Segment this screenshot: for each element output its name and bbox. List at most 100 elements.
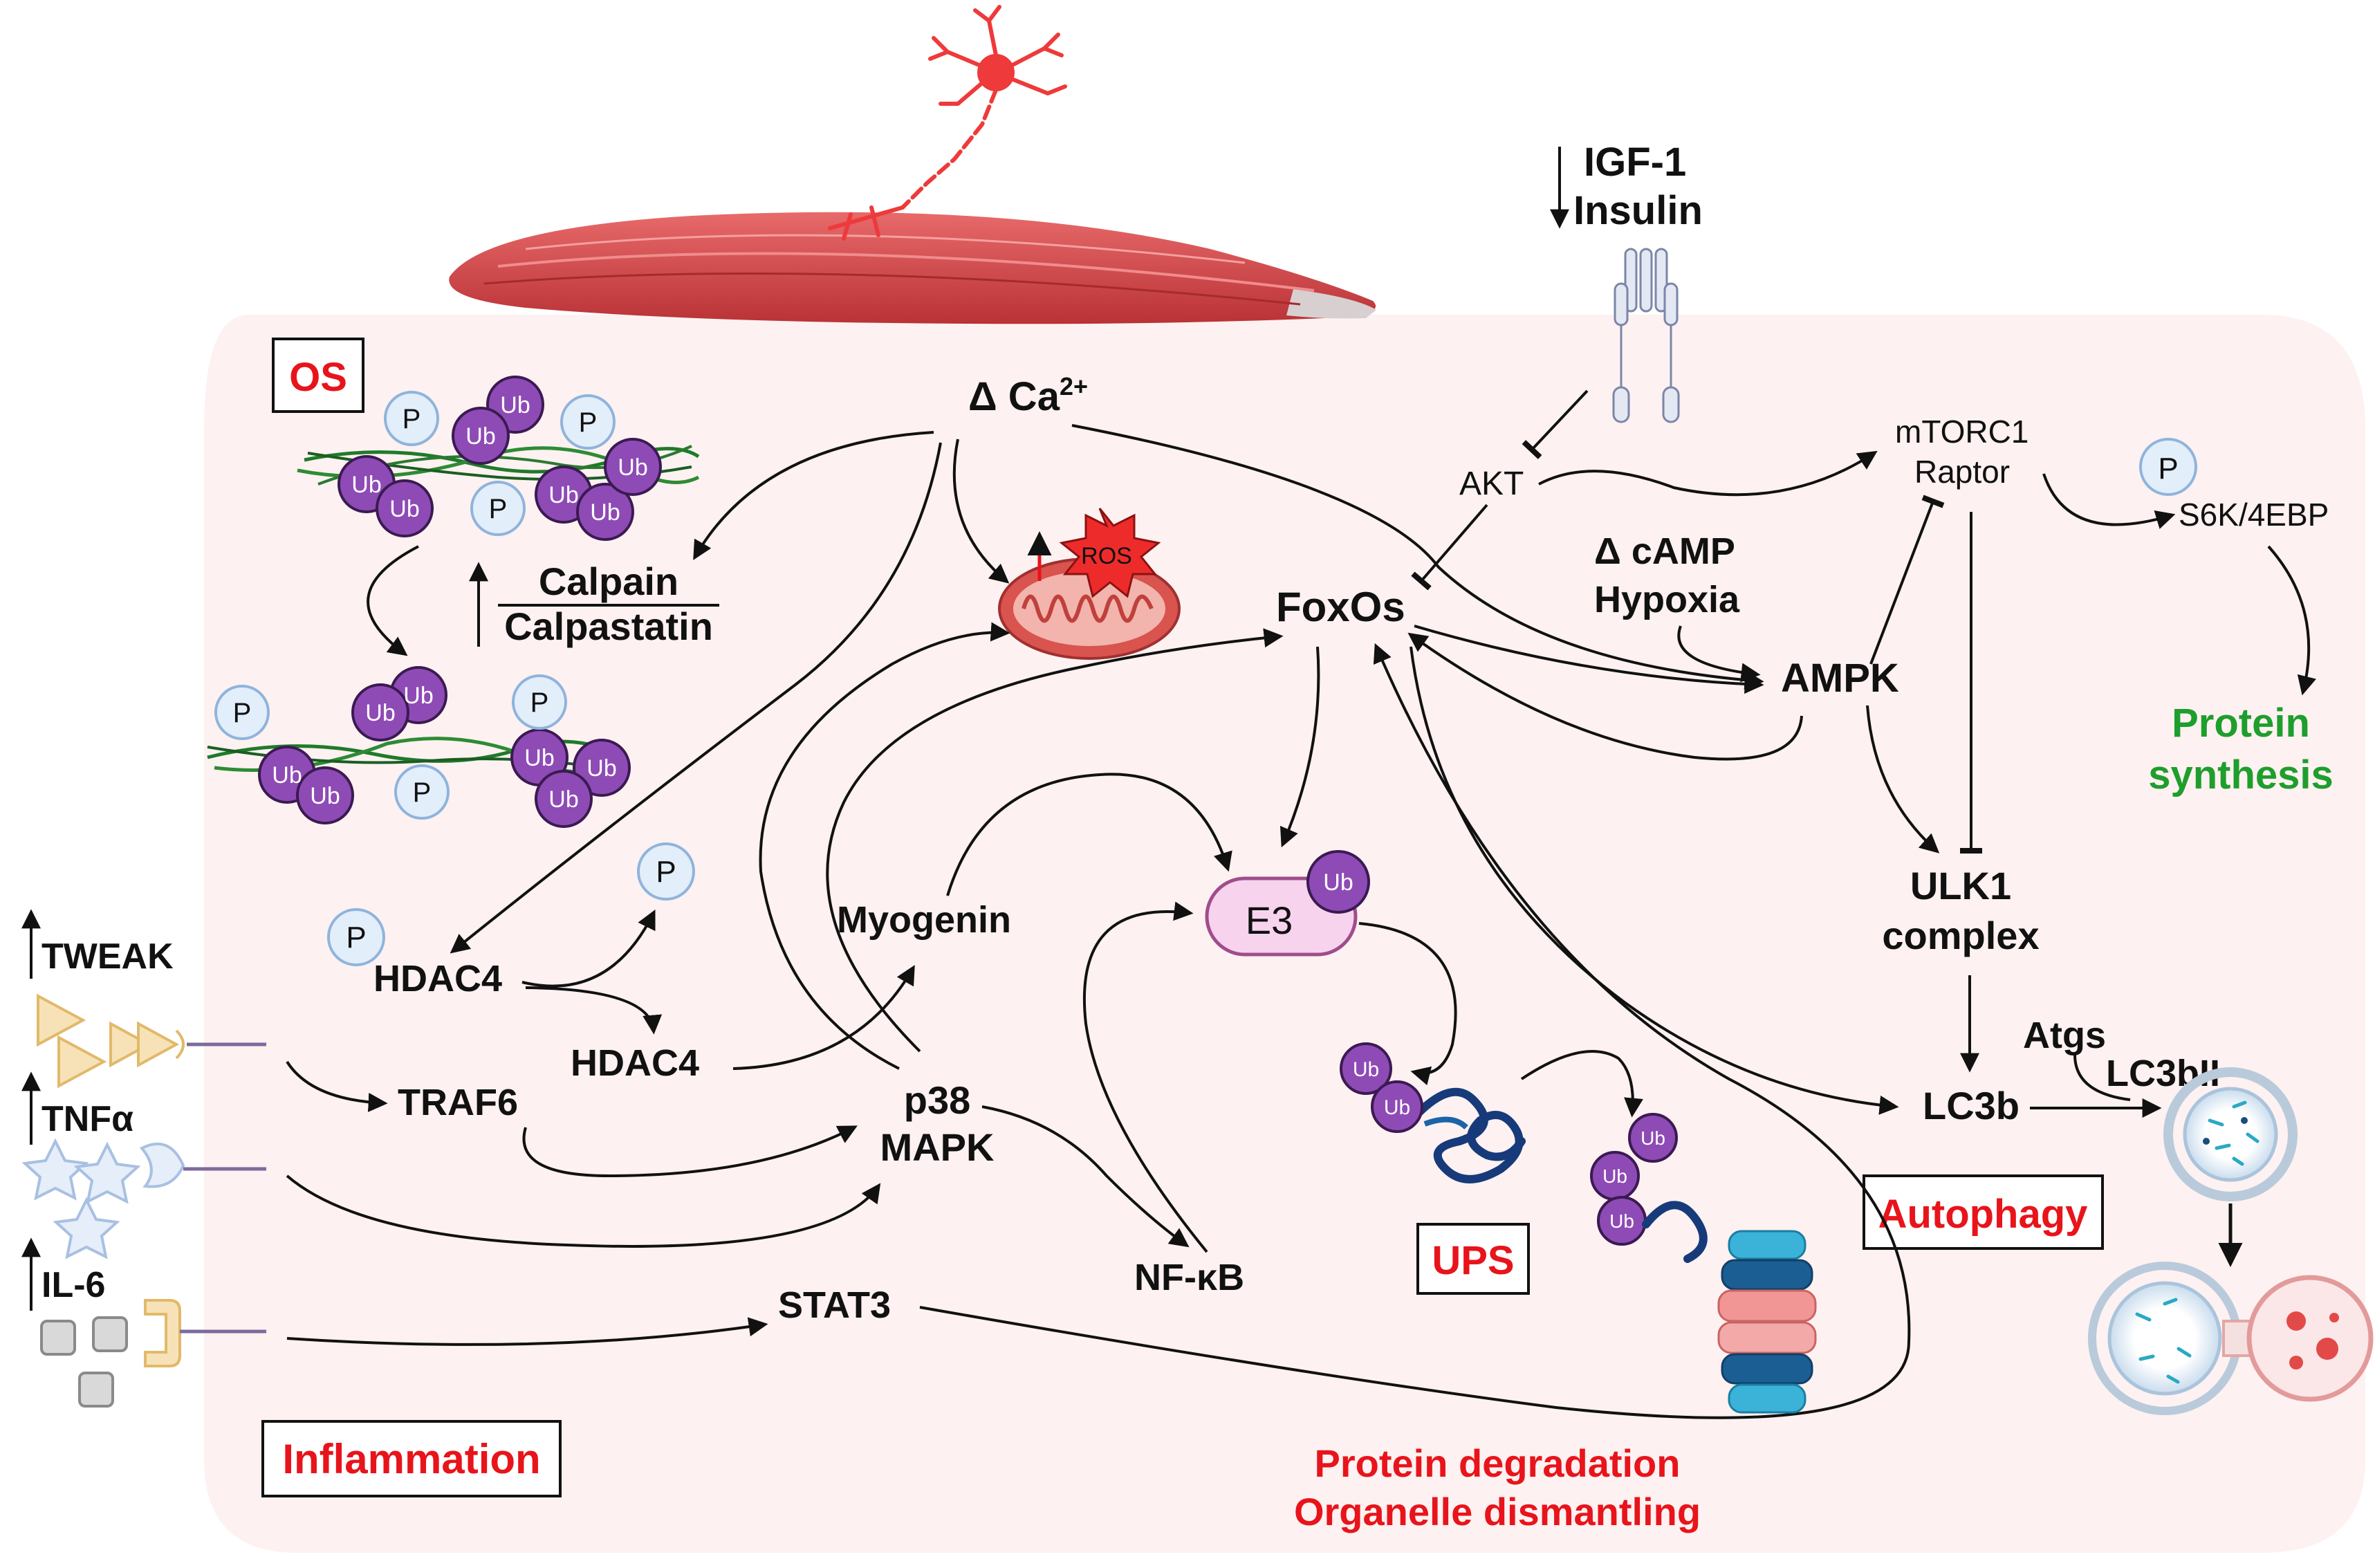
ros-burst-icon: ROS bbox=[1059, 508, 1161, 598]
autophagy-label: Autophagy bbox=[1878, 1192, 2088, 1237]
arrow-il6-stat3 bbox=[286, 1317, 768, 1346]
arrow-akt-mtorc1 bbox=[1538, 450, 1878, 497]
svg-text:Ub: Ub bbox=[548, 786, 578, 813]
arrow-p38-ros bbox=[759, 622, 1010, 1070]
phospho-badge-hdac: P bbox=[327, 908, 385, 966]
protein-synthesis-label-2: synthesis bbox=[2148, 753, 2334, 797]
mapk-label: MAPK bbox=[880, 1125, 995, 1169]
svg-text:Ub: Ub bbox=[1641, 1127, 1665, 1149]
arrow-ca-ros bbox=[952, 439, 1010, 584]
calpain-label: Calpain bbox=[539, 560, 678, 603]
arrow-hdac4-myogenin bbox=[732, 965, 915, 1070]
tnfa-label: TNFα bbox=[41, 1099, 133, 1139]
arrow-myogenin-e3 bbox=[946, 773, 1232, 896]
arrow-tweak-traf6 bbox=[286, 1060, 388, 1112]
tnfa-ligand-icon bbox=[21, 1138, 185, 1260]
arrow-ca-calpain bbox=[693, 431, 934, 560]
arrow-substrate-proteasome bbox=[1520, 1050, 1643, 1118]
autolysosome-icon bbox=[2088, 1262, 2374, 1415]
lc3b-label: LC3b bbox=[1923, 1084, 2020, 1127]
il6-label: IL-6 bbox=[41, 1265, 105, 1305]
arrow-p38-foxos bbox=[826, 628, 1284, 1053]
protein-degradation-label: Protein degradation bbox=[1315, 1441, 1681, 1485]
tweak-label: TWEAK bbox=[41, 937, 174, 977]
svg-text:Ub: Ub bbox=[351, 472, 381, 498]
autophagosome-icon bbox=[2163, 1067, 2298, 1201]
svg-text:P: P bbox=[413, 777, 432, 808]
arrow-ampk-ulk1 bbox=[1866, 705, 1940, 854]
stat3-label: STAT3 bbox=[778, 1284, 891, 1326]
inhibit-ampk-mtorc1 bbox=[1869, 495, 1945, 665]
svg-text:Ub: Ub bbox=[1323, 869, 1353, 896]
proteasome-icon: Ub Ub Ub bbox=[1590, 1113, 1817, 1414]
calcium-label: Δ Ca2+ bbox=[968, 372, 1088, 419]
svg-text:P: P bbox=[656, 855, 676, 889]
arrow-traf6-p38 bbox=[522, 1125, 858, 1178]
traf6-label: TRAF6 bbox=[398, 1082, 518, 1123]
ulk1-label: ULK1 bbox=[1910, 864, 2011, 907]
svg-text:Ub: Ub bbox=[310, 783, 340, 809]
svg-text:Ub: Ub bbox=[548, 482, 578, 508]
complex-label: complex bbox=[1882, 914, 2039, 957]
inflammation-label: Inflammation bbox=[282, 1436, 540, 1482]
os-label: OS bbox=[289, 355, 347, 400]
atgs-connector bbox=[2073, 1054, 2131, 1101]
svg-text:Ub: Ub bbox=[272, 762, 302, 788]
ampk-label: AMPK bbox=[1781, 656, 1899, 701]
arrow-upper-lower-cluster bbox=[367, 545, 419, 656]
protein-synthesis-label-1: Protein bbox=[2172, 701, 2310, 746]
arrow-ampk-foxos bbox=[1407, 632, 1803, 761]
arrow-s6k-synthesis bbox=[2267, 545, 2317, 696]
arrow-e3-ubprotein bbox=[1358, 922, 1457, 1086]
lc3bii-label: LC3bII bbox=[2106, 1053, 2220, 1094]
svg-text:Ub: Ub bbox=[500, 392, 530, 418]
p-cluster-upper bbox=[384, 391, 616, 536]
p-cluster-upper-text: P P P bbox=[403, 404, 598, 524]
svg-text:Ub: Ub bbox=[524, 745, 554, 771]
ub-cluster-lower-text: Ub Ub Ub Ub Ub Ub Ub bbox=[272, 683, 616, 813]
ros-label: ROS bbox=[1081, 543, 1132, 569]
mtorc1-label: mTORC1 bbox=[1895, 414, 2029, 450]
arrow-stat3-foxos bbox=[919, 643, 1911, 1419]
svg-text:Ub: Ub bbox=[1384, 1096, 1410, 1119]
p-cluster-lower bbox=[214, 674, 567, 820]
ub-cluster-lower bbox=[258, 666, 631, 828]
muscle-fiber-icon bbox=[449, 212, 1376, 324]
svg-text:P: P bbox=[530, 688, 549, 718]
calpastatin-label: Calpastatin bbox=[504, 605, 713, 648]
myogenin-label: Myogenin bbox=[837, 899, 1011, 941]
svg-text:P: P bbox=[489, 494, 508, 524]
hdac4-label: HDAC4 bbox=[571, 1042, 699, 1084]
arrow-nfkb-e3 bbox=[1082, 901, 1208, 1253]
ub-cluster-upper-text: Ub Ub Ub Ub Ub Ub Ub bbox=[351, 392, 647, 526]
ub-cluster-upper bbox=[338, 376, 662, 541]
phospho-badge-released: P bbox=[637, 842, 695, 901]
arrow-foxos-e3 bbox=[1279, 646, 1320, 848]
p-cluster-lower-text: P P P bbox=[233, 688, 549, 808]
inhibit-receptor-akt bbox=[1522, 389, 1589, 459]
svg-text:Ub: Ub bbox=[586, 755, 616, 782]
inflammation-box bbox=[261, 1420, 562, 1497]
raptor-label: Raptor bbox=[1914, 454, 2010, 490]
ubiquitinated-substrate-icon: Ub Ub bbox=[1340, 1042, 1526, 1183]
arrow-hdac4-release-p bbox=[521, 909, 656, 988]
hdac4-phospho-label: HDAC4 bbox=[373, 958, 502, 999]
arrow-ca-hdac4 bbox=[450, 442, 942, 954]
arrow-hdac4-dephospho bbox=[525, 986, 663, 1035]
foxos-label: FoxOs bbox=[1276, 584, 1405, 630]
svg-text:Ub: Ub bbox=[1602, 1165, 1627, 1187]
svg-text:P: P bbox=[403, 404, 421, 434]
tweak-ligand-icon bbox=[37, 993, 185, 1089]
phospho-badge: P bbox=[2139, 438, 2197, 496]
arrow-ca-ampk bbox=[1071, 424, 1764, 690]
igf1-label: IGF-1 bbox=[1584, 140, 1686, 185]
svg-text:P: P bbox=[233, 698, 252, 728]
svg-text:Ub: Ub bbox=[1353, 1058, 1379, 1081]
arrow-tnfa-p38 bbox=[286, 1174, 881, 1248]
svg-text:Ub: Ub bbox=[403, 683, 433, 709]
e3-ub-badge: Ub bbox=[1306, 850, 1370, 914]
insulin-receptor-icon bbox=[1612, 248, 1680, 423]
camp-label: Δ cAMP bbox=[1594, 531, 1735, 572]
svg-text:Ub: Ub bbox=[590, 499, 620, 526]
